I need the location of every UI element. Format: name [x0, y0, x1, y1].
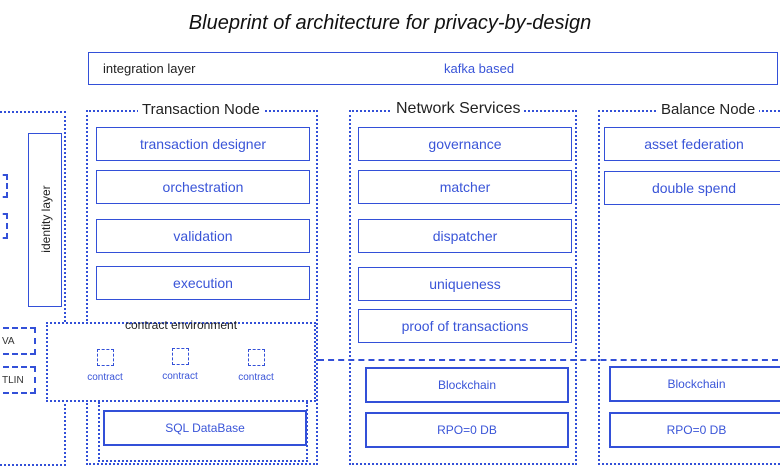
integration-layer-box: integration layer kafka based [88, 52, 778, 85]
java-label: VA [2, 335, 15, 347]
kotlin-label: TLIN [2, 374, 24, 386]
dispatcher-box: dispatcher [358, 219, 572, 253]
contract-3-label: contract [238, 372, 274, 383]
diagram-title: Blueprint of architecture for privacy-by… [188, 12, 592, 34]
contract-environment-header: contract environment [124, 318, 238, 332]
balance-node-header: Balance Node [657, 101, 760, 118]
uniqueness-box: uniqueness [358, 267, 572, 301]
validation-box: validation [96, 219, 310, 253]
identity-layer-label: identity layer [39, 185, 53, 253]
kotlin-box: TLIN [0, 366, 36, 394]
double-spend-box: double spend [604, 171, 780, 205]
execution-box: execution [96, 266, 310, 300]
transaction-node-header: Transaction Node [138, 101, 264, 118]
asset-federation-box: asset federation [604, 127, 780, 161]
transaction-designer-box: transaction designer [96, 127, 310, 161]
integration-layer-label: integration layer [103, 61, 196, 76]
contract-1-icon [97, 349, 114, 366]
contract-2-label: contract [162, 371, 198, 382]
blockchain-connector-line [318, 359, 778, 361]
left-stub-2 [0, 213, 8, 239]
identity-layer-box: identity layer [28, 133, 62, 307]
network-rpo-db-box: RPO=0 DB [365, 412, 569, 448]
orchestration-box: orchestration [96, 170, 310, 204]
proof-of-transactions-box: proof of transactions [358, 309, 572, 343]
left-region-outline [0, 111, 66, 466]
db-container-outline [98, 402, 308, 462]
contract-2-icon [172, 348, 189, 365]
matcher-box: matcher [358, 170, 572, 204]
left-stub-1 [0, 174, 8, 198]
contract-1-label: contract [87, 372, 123, 383]
network-services-header: Network Services [392, 100, 525, 118]
contract-environment-outline [46, 322, 316, 402]
integration-layer-tech: kafka based [444, 61, 515, 76]
network-blockchain-box: Blockchain [365, 367, 569, 403]
contract-3-icon [248, 349, 265, 366]
governance-box: governance [358, 127, 572, 161]
sql-database-box: SQL DataBase [103, 410, 307, 446]
balance-blockchain-box: Blockchain [609, 366, 780, 402]
java-box: VA [0, 327, 36, 355]
balance-rpo-db-box: RPO=0 DB [609, 412, 780, 448]
